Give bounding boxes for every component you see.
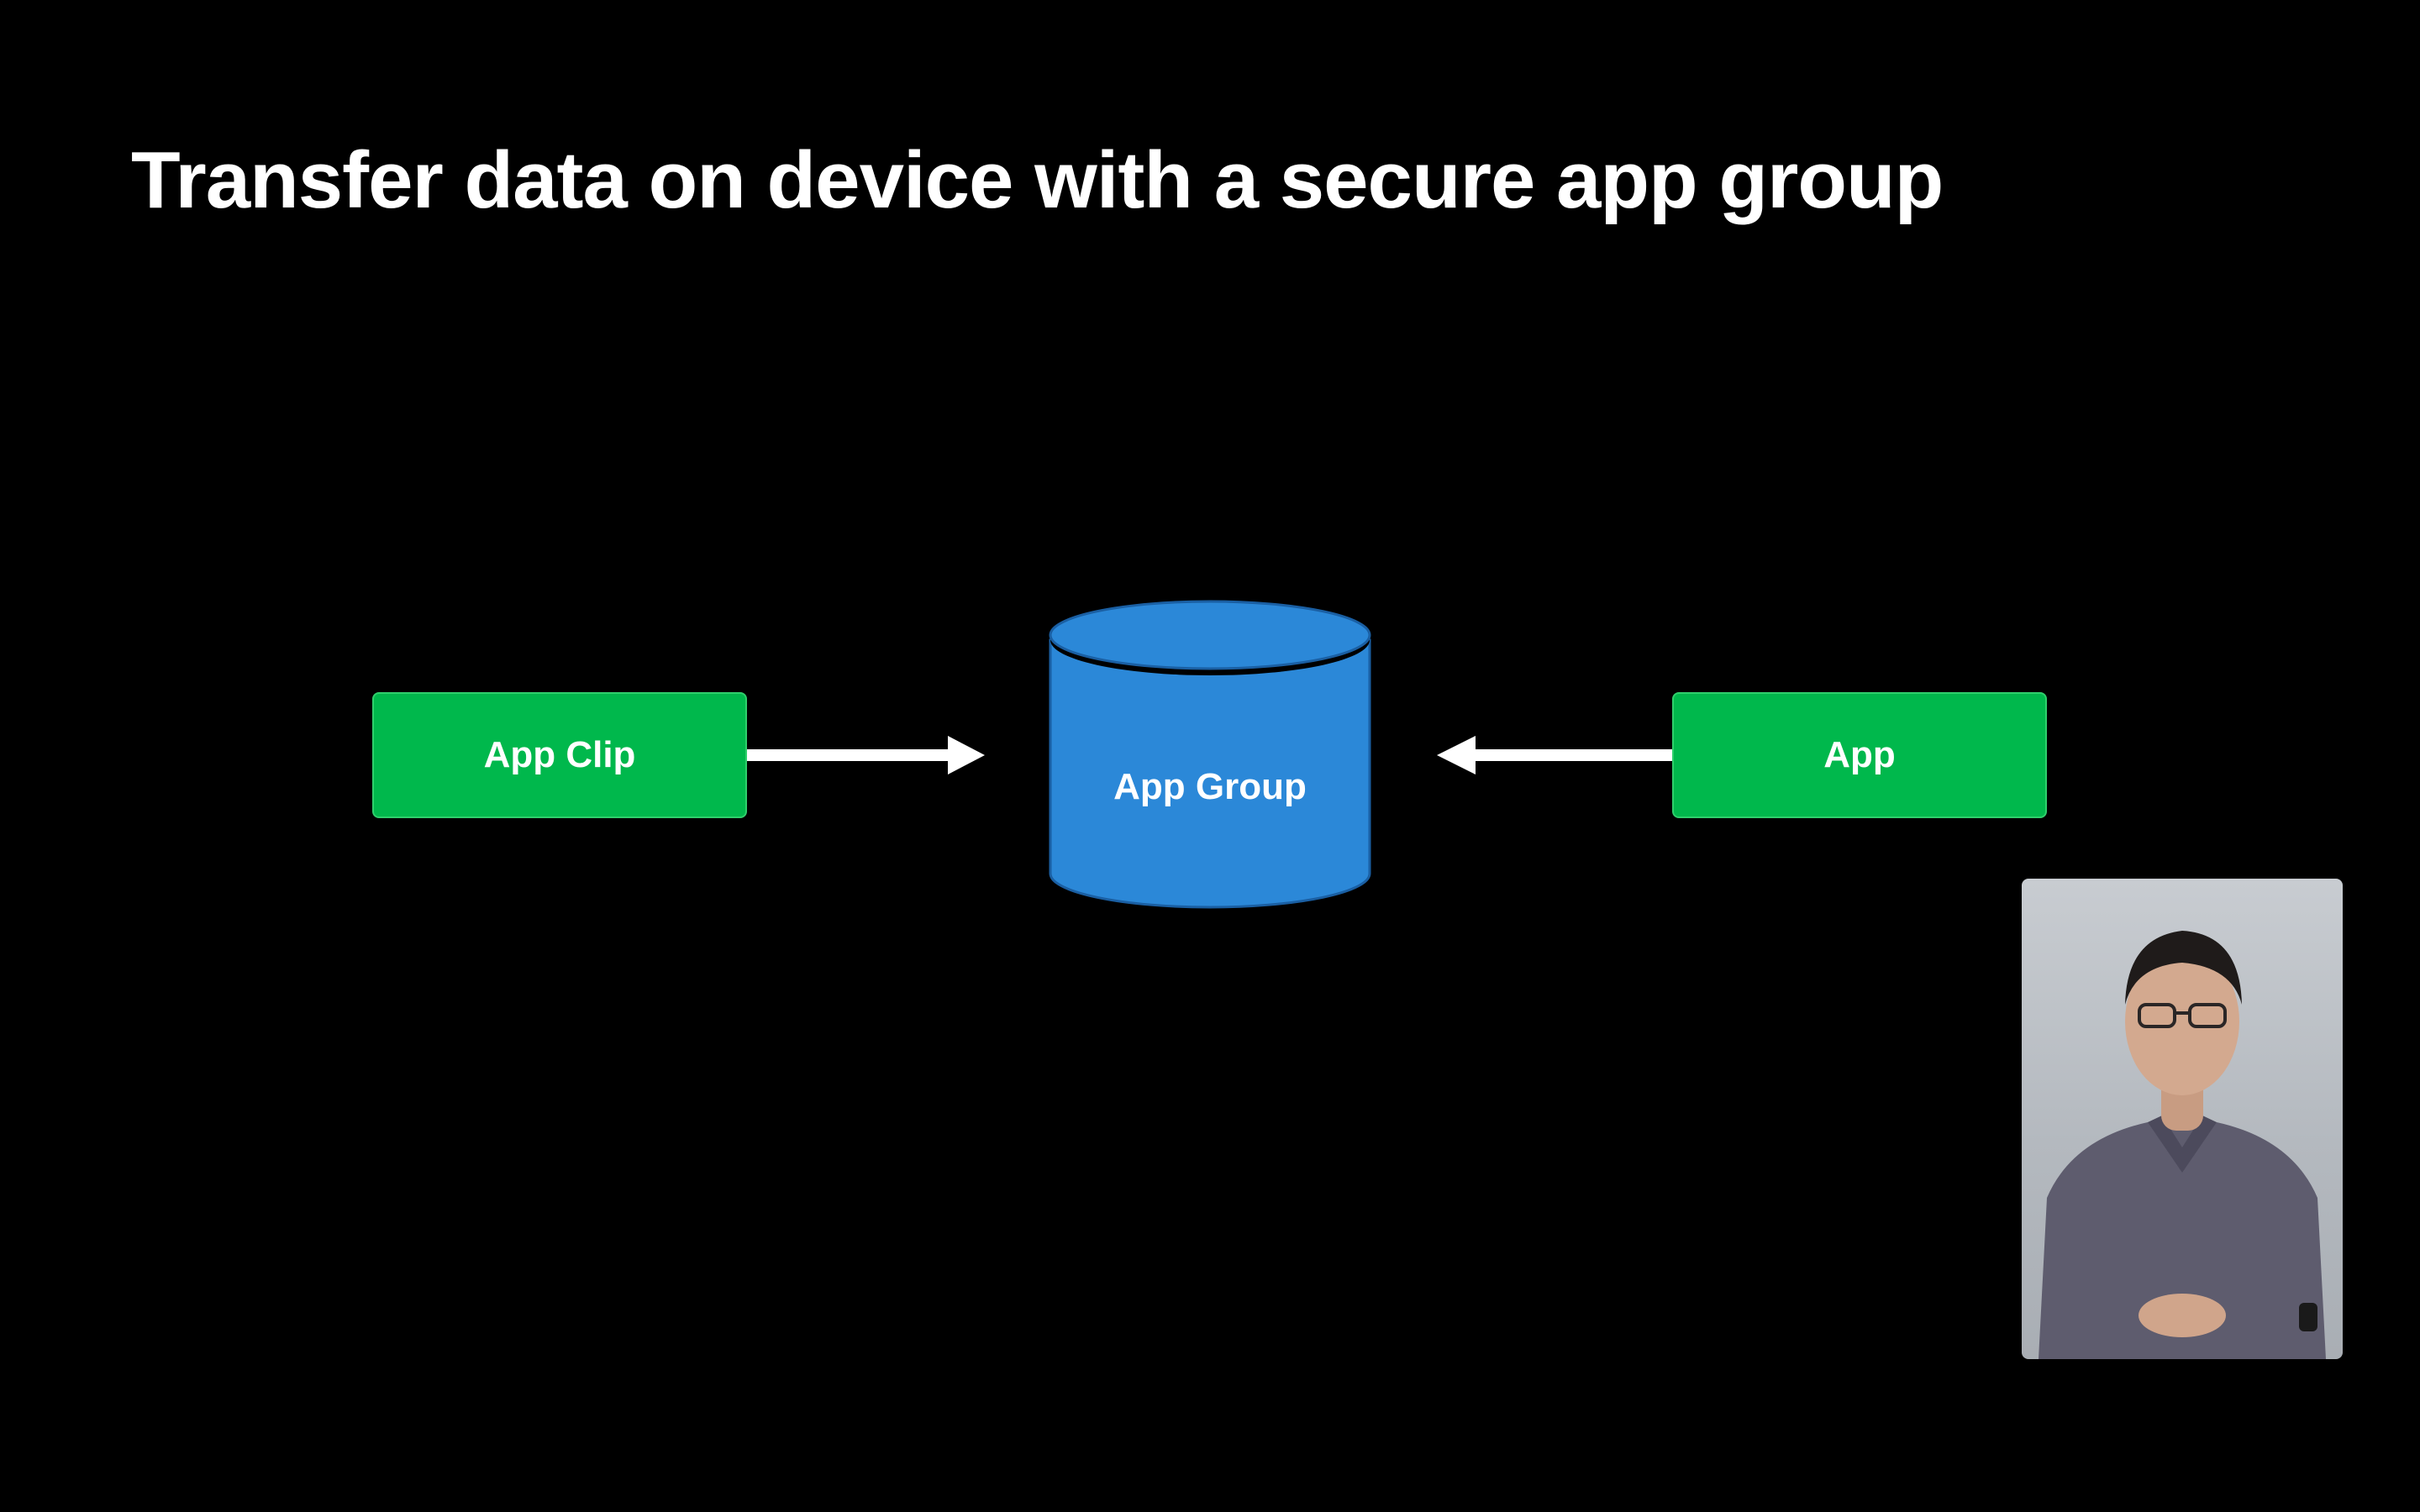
app-group-label: App Group bbox=[1113, 766, 1307, 807]
app-label: App bbox=[1823, 734, 1896, 775]
app-box: App bbox=[1672, 692, 2047, 818]
app-clip-box: App Clip bbox=[372, 692, 747, 818]
app-group-cylinder: App Group bbox=[1049, 600, 1371, 909]
arrow-app-to-group bbox=[1437, 736, 1674, 774]
presenter-video bbox=[2022, 879, 2343, 1359]
app-clip-label: App Clip bbox=[483, 734, 636, 775]
presenter-video-icon bbox=[2039, 931, 2326, 1359]
slide-title: Transfer data on device with a secure ap… bbox=[131, 135, 1944, 225]
arrow-app-clip-to-group bbox=[747, 736, 985, 774]
